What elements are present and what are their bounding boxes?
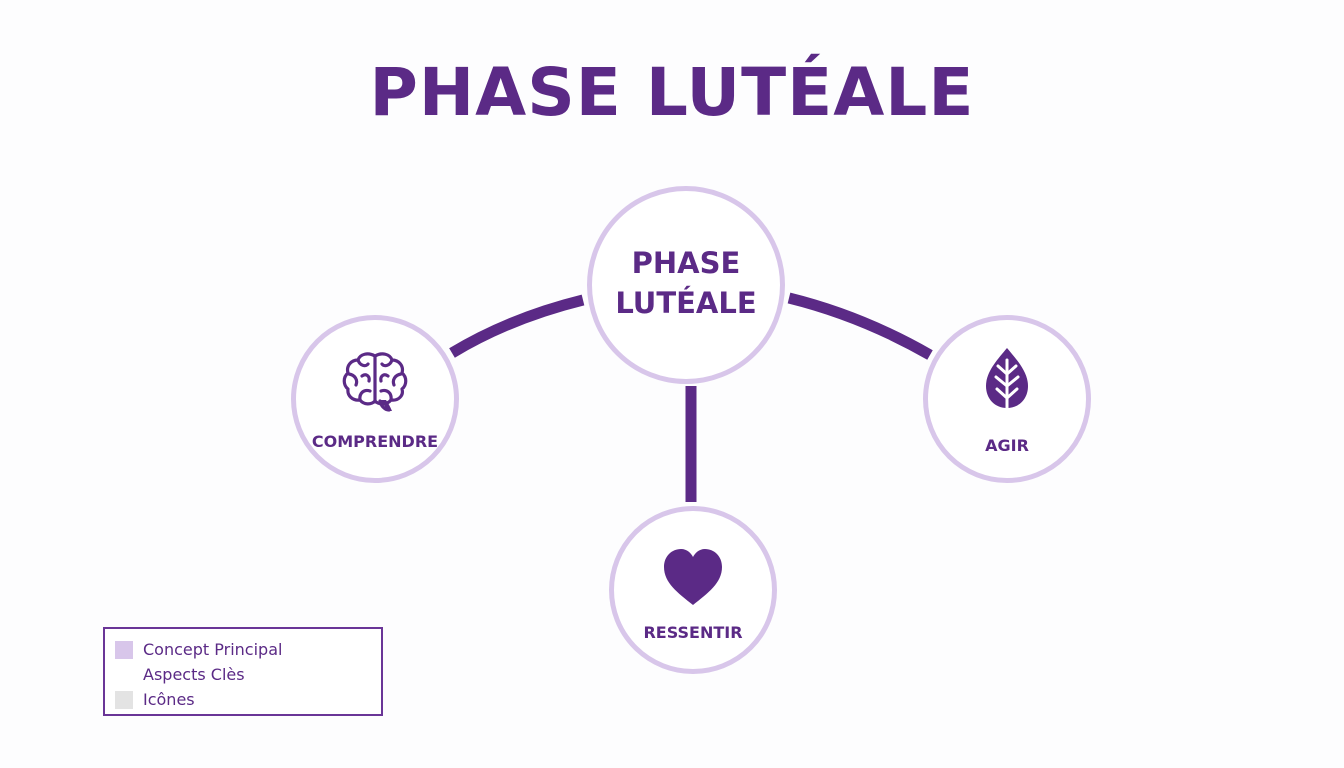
legend-swatch-icones [115,690,133,709]
legend-label-icones: Icônes [143,690,195,709]
center-label: PHASE LUTÉALE [592,243,780,323]
legend: Concept Principal Aspects Clès Icônes [103,627,383,716]
legend-item-concept: Concept Principal [115,637,371,662]
legend-item-aspects: Aspects Clès [115,662,371,687]
connector-center-agir [787,292,933,360]
center-label-line1: PHASE [631,246,741,280]
node-phase-luteale: PHASE LUTÉALE [587,186,785,384]
ressentir-label: RESSENTIR [643,623,743,642]
legend-swatch-concept [115,640,133,659]
legend-label-aspects: Aspects Clès [143,665,245,684]
brain-icon [342,352,408,412]
page-title: PHASE LUTÉALE [369,54,975,131]
node-comprendre: COMPRENDRE [291,315,459,483]
node-agir: AGIR [923,315,1091,483]
comprendre-label: COMPRENDRE [311,432,439,451]
center-label-line2: LUTÉALE [615,286,757,320]
legend-item-icones: Icônes [115,687,371,712]
leaf-icon [986,348,1028,410]
legend-label-concept: Concept Principal [143,640,283,659]
agir-label: AGIR [985,436,1029,455]
node-ressentir: RESSENTIR [609,506,777,674]
legend-swatch-aspects [115,665,133,684]
connector-center-comprendre [449,294,585,358]
heart-icon [664,549,722,605]
